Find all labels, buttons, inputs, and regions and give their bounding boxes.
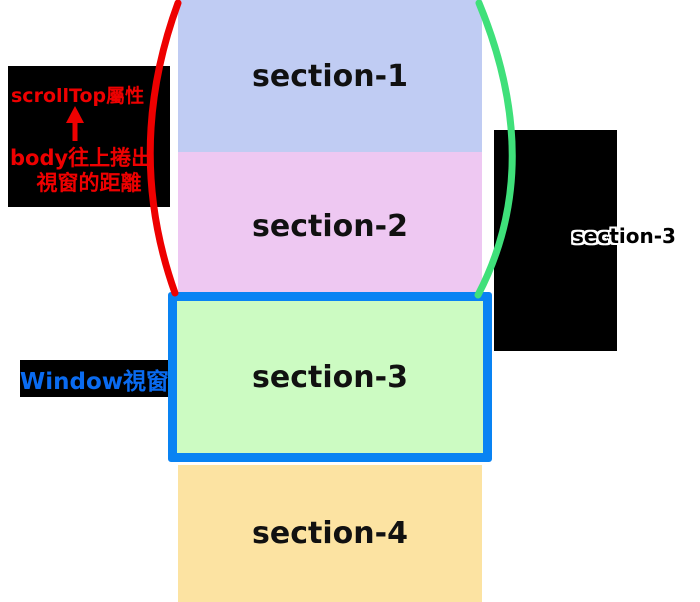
window-label-box: Window視窗 xyxy=(20,360,169,397)
section-2-label: section-2 xyxy=(252,208,408,244)
scrolltop-label-box: scrollTop屬性 body往上捲出 視窗的距離 xyxy=(8,66,170,207)
scrolltop-title: scrollTop屬性 xyxy=(11,85,145,107)
section-4-label: section-4 xyxy=(252,516,408,551)
section-1-block: section-1 xyxy=(178,0,482,152)
section3-offset-label: section-3 xyxy=(572,224,676,248)
section-2-block: section-2 xyxy=(178,152,482,300)
section-4-block: section-4 xyxy=(178,465,482,602)
window-label: Window視窗 xyxy=(19,368,169,395)
window-viewport-box: section-3 xyxy=(168,292,492,462)
section-1-label: section-1 xyxy=(252,58,408,94)
section-3-label: section-3 xyxy=(252,359,408,395)
scrolltop-desc-line1: body往上捲出 xyxy=(10,146,153,170)
scrolltop-desc-line2: 視窗的距離 xyxy=(36,171,142,195)
